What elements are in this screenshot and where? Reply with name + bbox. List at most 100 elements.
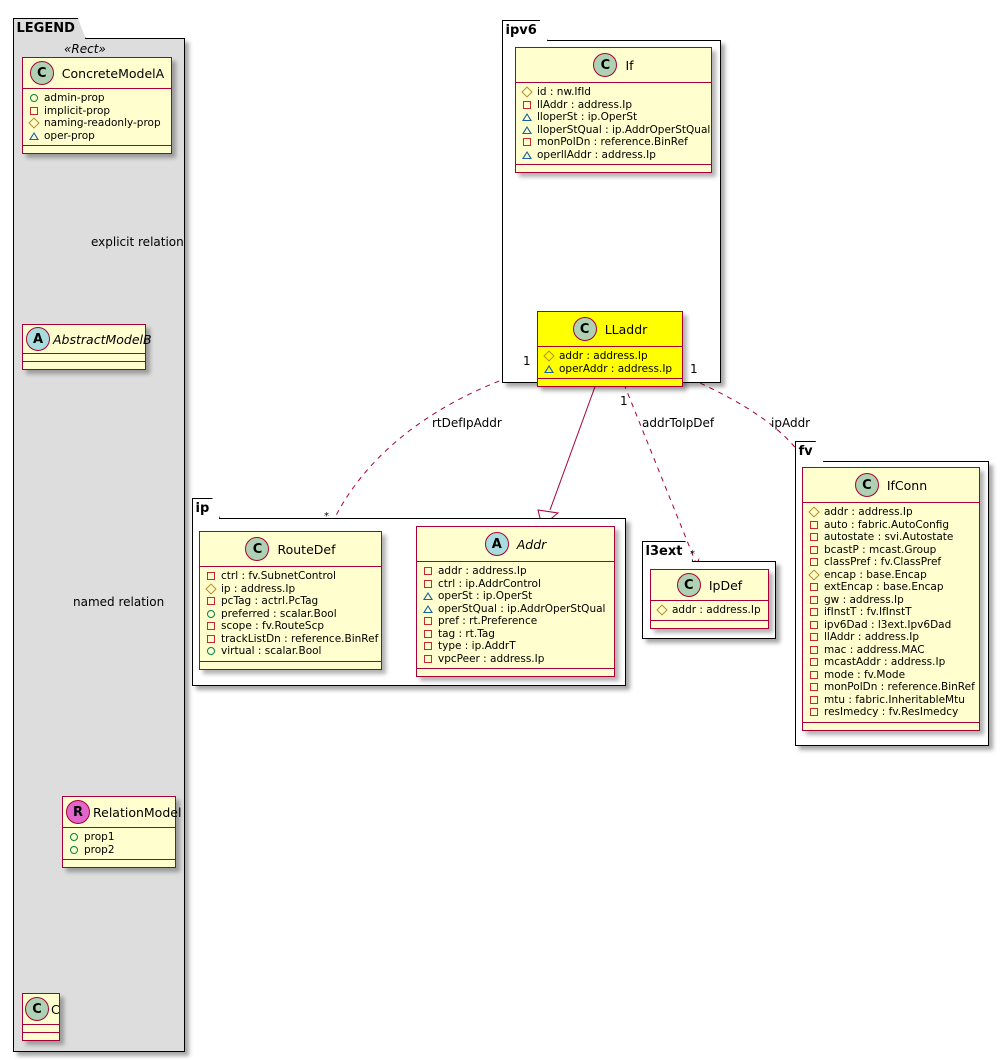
package-visibility-shape xyxy=(29,131,39,140)
attribute-row: prop2 xyxy=(69,844,171,857)
private-visibility-icon xyxy=(809,533,819,542)
legend-named-relation-label: named relation xyxy=(73,595,165,609)
attribute-row: mcastAddr : address.Ip xyxy=(809,656,975,669)
method-list xyxy=(23,362,145,369)
attribute-text: autostate : svi.Autostate xyxy=(824,531,954,544)
private-visibility-shape xyxy=(810,558,818,567)
class-header: C If xyxy=(516,48,711,83)
attribute-row: gw : address.Ip xyxy=(809,594,975,607)
private-visibility-icon xyxy=(809,695,819,704)
private-visibility-icon xyxy=(809,545,819,554)
class-badge-icon: C xyxy=(854,473,879,497)
package-visibility-icon xyxy=(423,604,433,613)
private-visibility-shape xyxy=(424,629,432,638)
attribute-row: addr : address.Ip xyxy=(423,565,610,578)
public-visibility-shape xyxy=(70,845,78,854)
private-visibility-icon xyxy=(423,654,433,663)
attribute-row: mtu : fabric.InheritableMtu xyxy=(809,694,975,707)
attribute-row: mode : fv.Mode xyxy=(809,669,975,682)
package-title: ip xyxy=(195,501,210,516)
protected-visibility-icon xyxy=(543,350,555,362)
attribute-row: type : ip.AddrT xyxy=(423,640,610,653)
abstract-badge-icon: A xyxy=(26,327,50,351)
method-list xyxy=(538,379,682,386)
private-visibility-icon xyxy=(423,642,433,651)
attribute-row: preferred : scalar.Bool xyxy=(206,608,377,621)
attribute-row: extEncap : base.Encap xyxy=(809,581,975,594)
attribute-text: addr : address.Ip xyxy=(438,565,527,578)
attribute-row: pref : rt.Preference xyxy=(423,615,610,628)
private-visibility-icon xyxy=(29,106,39,115)
package-visibility-shape xyxy=(423,592,433,601)
package-visibility-shape xyxy=(522,150,532,159)
protected-visibility-icon xyxy=(521,86,533,98)
package-tab: l3ext xyxy=(642,541,694,562)
dependency-edge-rtdefipaddr xyxy=(329,367,538,529)
private-visibility-icon xyxy=(809,633,819,642)
attribute-text: pref : rt.Preference xyxy=(438,615,538,628)
private-visibility-icon xyxy=(206,634,216,643)
attribute-row: auto : fabric.AutoConfig xyxy=(809,519,975,532)
private-visibility-shape xyxy=(810,595,818,604)
class-header: R RelationModel xyxy=(63,797,181,828)
class-ipdef[interactable]: C IpDef addr : address.Ip xyxy=(650,569,769,629)
attribute-row: virtual : scalar.Bool xyxy=(206,645,377,658)
private-visibility-shape xyxy=(810,708,818,717)
protected-visibility-shape xyxy=(656,604,668,616)
private-visibility-icon xyxy=(206,622,216,631)
package-title: ipv6 xyxy=(505,23,537,38)
package-visibility-icon xyxy=(544,364,554,373)
attribute-row: ctrl : fv.SubnetControl xyxy=(206,570,377,583)
private-visibility-icon xyxy=(809,708,819,717)
class-header: C IpDef xyxy=(651,570,768,601)
public-visibility-shape xyxy=(207,647,215,656)
private-visibility-icon xyxy=(809,595,819,604)
class-name: Addr xyxy=(516,536,547,552)
private-visibility-icon xyxy=(423,579,433,588)
package-visibility-icon xyxy=(29,131,39,140)
attribute-row: ip : address.Ip xyxy=(205,583,377,596)
attribute-text: admin-prop xyxy=(44,92,105,105)
class-badge-icon: C xyxy=(29,61,54,85)
attribute-text: preferred : scalar.Bool xyxy=(221,607,337,620)
class-header: C LLaddr xyxy=(538,312,682,347)
public-visibility-icon xyxy=(69,833,79,842)
attribute-text: bcastP : mcast.Group xyxy=(824,543,937,556)
attribute-text: llAddr : address.Ip xyxy=(537,98,633,111)
attribute-text: lloperSt : ip.OperSt xyxy=(537,111,638,124)
private-visibility-icon xyxy=(206,597,216,606)
relation-label-rtdefipaddr: rtDefIpAddr xyxy=(432,416,502,430)
attribute-text: prop2 xyxy=(84,843,115,856)
package-tab: ip xyxy=(192,498,221,519)
method-list xyxy=(23,1033,59,1040)
attribute-row: llAddr : address.Ip xyxy=(809,631,975,644)
attribute-text: operAddr : address.Ip xyxy=(559,362,673,375)
private-visibility-shape xyxy=(424,579,432,588)
method-list xyxy=(516,165,711,172)
class-name: IpDef xyxy=(708,577,743,593)
private-visibility-icon xyxy=(809,645,819,654)
attribute-row: addr : address.Ip xyxy=(656,604,764,617)
attribute-list: addr : address.Ip xyxy=(651,601,768,621)
class-c[interactable]: C C xyxy=(22,993,60,1041)
class-abstractmodelb[interactable]: A AbstractModelB xyxy=(22,324,152,370)
attribute-text: virtual : scalar.Bool xyxy=(221,645,322,658)
public-visibility-shape xyxy=(207,609,215,618)
attribute-text: trackListDn : reference.BinRef xyxy=(221,632,379,645)
relation-label-addrtoipdef: addrToIpDef xyxy=(642,416,715,430)
private-visibility-shape xyxy=(810,620,818,629)
private-visibility-shape xyxy=(810,645,818,654)
private-visibility-icon xyxy=(809,558,819,567)
attribute-text: scope : fv.RouteScp xyxy=(221,620,325,633)
